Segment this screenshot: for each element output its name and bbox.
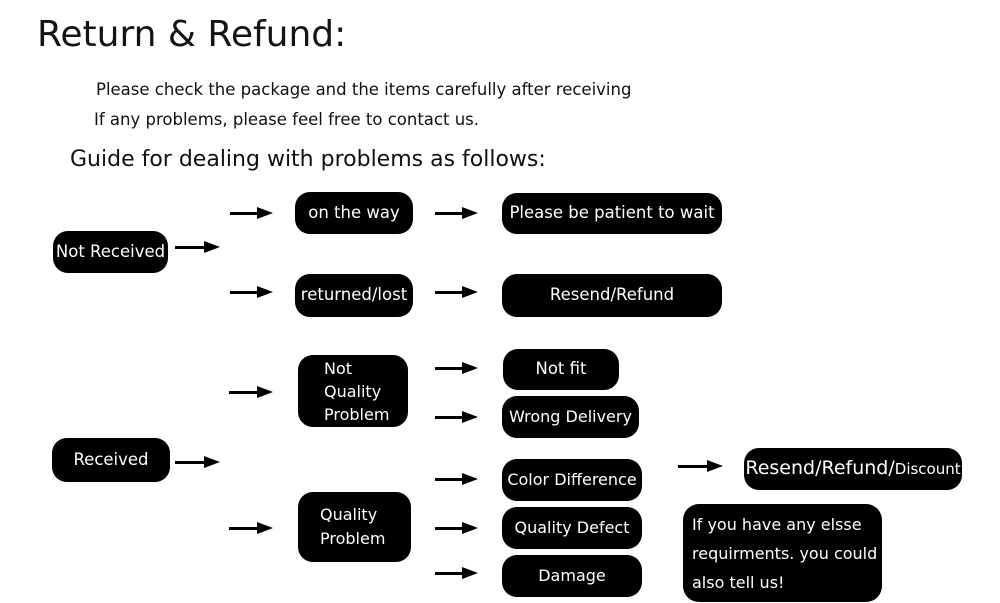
arrow-right-icon xyxy=(229,527,257,530)
page-title: Return & Refund: xyxy=(37,14,347,55)
flow-node-on-the-way: on the way xyxy=(295,192,413,234)
arrow-right-icon xyxy=(230,212,257,215)
arrow-right-icon xyxy=(230,291,257,294)
arrow-right-icon xyxy=(435,416,462,419)
subtitle-line-1: Please check the package and the items c… xyxy=(96,80,632,99)
arrow-right-icon xyxy=(435,367,462,370)
flow-node-not-fit: Not fit xyxy=(503,349,619,390)
flow-node-please-wait: Please be patient to wait xyxy=(502,193,722,234)
arrow-right-icon xyxy=(175,461,204,464)
flow-node-wrong-delivery: Wrong Delivery xyxy=(502,396,639,438)
arrow-right-icon xyxy=(435,478,462,481)
subtitle-line-2: If any problems, please feel free to con… xyxy=(94,110,479,129)
flow-node-color-difference: Color Difference xyxy=(502,459,642,501)
arrow-right-icon xyxy=(435,212,462,215)
flow-node-damage: Damage xyxy=(502,555,642,597)
flow-node-returned-lost: returned/lost xyxy=(295,274,413,317)
arrow-right-icon xyxy=(435,572,462,575)
flow-node-other-requirements-note: If you have any elsse requirments. you c… xyxy=(683,504,882,602)
flow-node-resend-refund: Resend/Refund xyxy=(502,274,722,317)
arrow-right-icon xyxy=(435,527,462,530)
flow-node-quality-defect: Quality Defect xyxy=(502,507,642,549)
arrow-right-icon xyxy=(435,291,462,294)
discount-small-label: Discount xyxy=(894,459,961,478)
guide-title: Guide for dealing with problems as follo… xyxy=(70,147,546,172)
arrow-right-icon xyxy=(229,391,257,394)
flow-node-quality-problem: Quality Problem xyxy=(298,492,411,562)
arrow-right-icon xyxy=(175,246,204,249)
resend-refund-main-label: Resend/Refund/ xyxy=(745,457,895,480)
flow-node-not-quality-problem: Not Quality Problem xyxy=(298,355,408,427)
flow-node-not-received: Not Received xyxy=(53,231,168,273)
arrow-right-icon xyxy=(678,465,707,468)
flow-node-resend-refund-discount: Resend/Refund/Discount xyxy=(744,448,962,490)
flow-node-received: Received xyxy=(52,438,170,482)
